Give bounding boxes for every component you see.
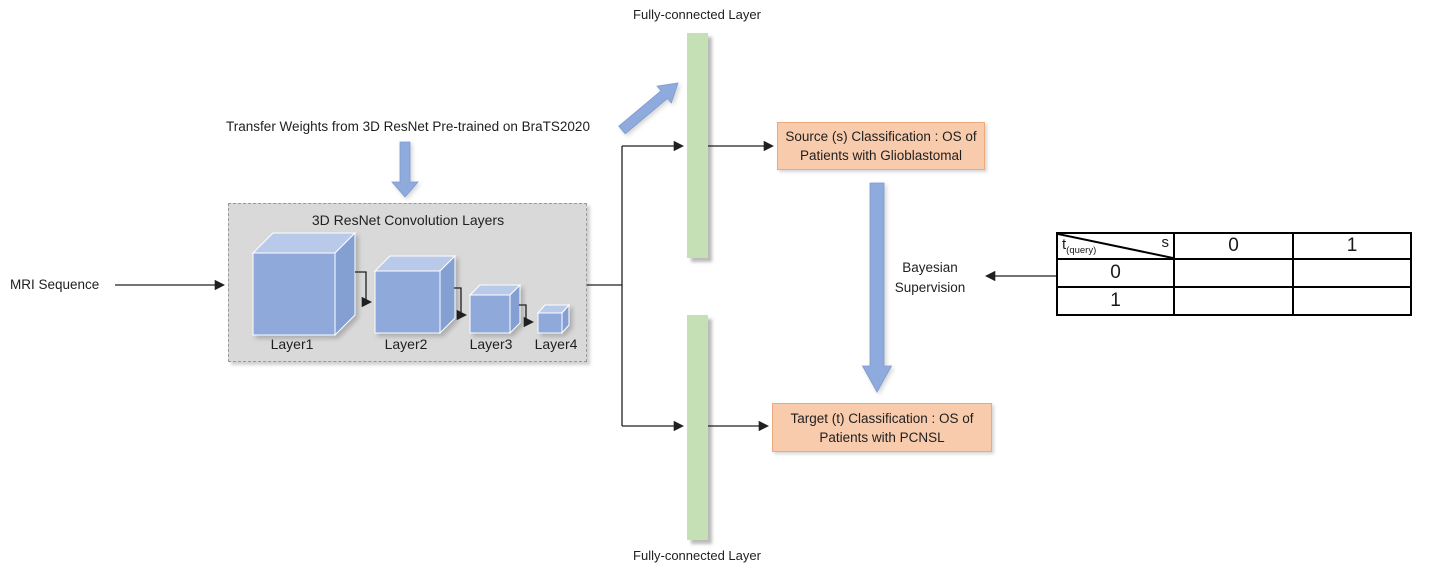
fc-layer-bottom-label: Fully-connected Layer xyxy=(633,548,761,563)
mri-sequence-label: MRI Sequence xyxy=(10,277,100,292)
bayesian-supervision-label: Bayesian Supervision xyxy=(865,258,995,298)
table-row-header: 0 xyxy=(1056,258,1175,288)
resnet-panel-title: 3D ResNet Convolution Layers xyxy=(311,212,505,228)
table-row: 0 xyxy=(1056,258,1412,288)
transfer-weights-label: Transfer Weights from 3D ResNet Pre-trai… xyxy=(226,119,590,134)
target-classification-text: Target (t) Classification : OS of Patien… xyxy=(790,410,974,445)
table-row: 1 xyxy=(1056,286,1412,316)
table-cell xyxy=(1292,286,1412,316)
table-col-header: 1 xyxy=(1292,232,1412,260)
target-classification-box: Target (t) Classification : OS of Patien… xyxy=(772,403,992,452)
table-col-header: 0 xyxy=(1173,232,1294,260)
bayesian-supervision-line1: Bayesian xyxy=(902,260,958,275)
table-cell xyxy=(1292,258,1412,288)
layer2-label: Layer2 xyxy=(384,336,428,352)
transfer-down-arrow xyxy=(391,141,419,198)
layer4-label: Layer4 xyxy=(534,336,578,352)
fc-layer-top-label: Fully-connected Layer xyxy=(633,7,761,22)
corner-row-subscript: (query) xyxy=(1066,245,1097,256)
table-corner-cell: t(query) s xyxy=(1056,232,1175,260)
corner-col-variable: s xyxy=(1161,234,1170,251)
table-cell xyxy=(1173,258,1294,288)
table-header-row: t(query) s 0 1 xyxy=(1056,232,1412,260)
layer3-label: Layer3 xyxy=(469,336,513,352)
layer1-label: Layer1 xyxy=(270,336,314,352)
source-classification-box: Source (s) Classification : OS of Patien… xyxy=(777,122,985,170)
supervision-table: t(query) s 0 1 0 1 xyxy=(1056,232,1412,316)
corner-diagonal-line xyxy=(1058,234,1173,258)
table-cell xyxy=(1173,286,1294,316)
bayesian-supervision-line2: Supervision xyxy=(894,280,966,295)
corner-row-variable: t(query) xyxy=(1062,236,1097,256)
source-classification-text: Source (s) Classification : OS of Patien… xyxy=(785,129,977,163)
fc-layer-bottom-bar xyxy=(687,315,708,540)
fc-layer-top-bar xyxy=(687,33,708,258)
table-row-header: 1 xyxy=(1056,286,1175,316)
